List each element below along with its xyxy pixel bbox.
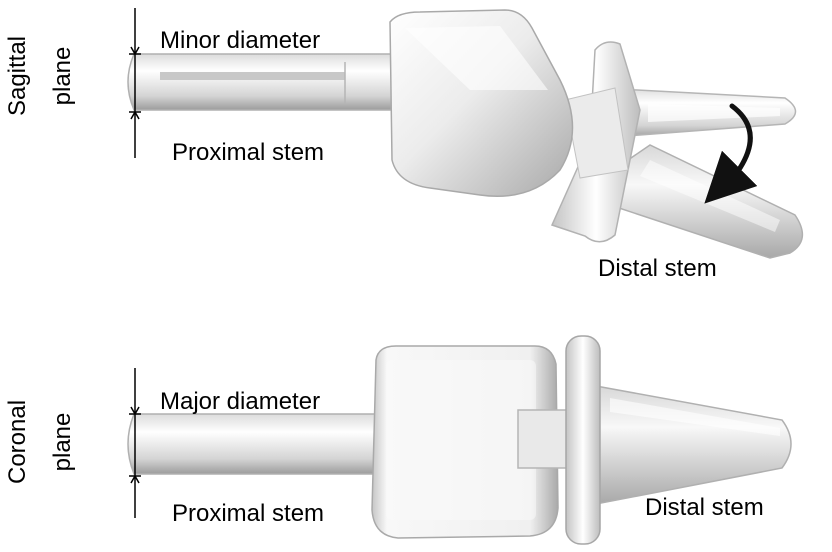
minor-diameter-dimension-icon [129,8,141,158]
sagittal-proximal-stem [127,53,401,111]
coronal-flange [565,335,601,545]
coronal-proximal-stem-label: Proximal stem [172,500,324,527]
coronal-label-line1: Coronal [4,400,31,484]
sagittal-label-line2: plane [49,47,76,106]
coronal-distal-stem-label: Distal stem [645,494,764,521]
coronal-view: Coronal plane Major diameter Proximal st… [4,335,792,545]
coronal-connector [517,409,571,469]
sagittal-distal-stem-label: Distal stem [598,255,717,282]
major-diameter-label: Major diameter [160,388,320,415]
sagittal-proximal-stem-label: Proximal stem [172,139,324,166]
minor-diameter-label: Minor diameter [160,27,320,54]
sagittal-view: Sagittal plane Minor diameter Prox [4,8,804,282]
curved-arrow-icon [704,103,758,204]
sagittal-label-line1: Sagittal [4,36,31,116]
coronal-label-line2: plane [49,413,76,472]
coronal-proximal-stem [127,413,381,475]
major-diameter-dimension-icon [129,368,141,518]
